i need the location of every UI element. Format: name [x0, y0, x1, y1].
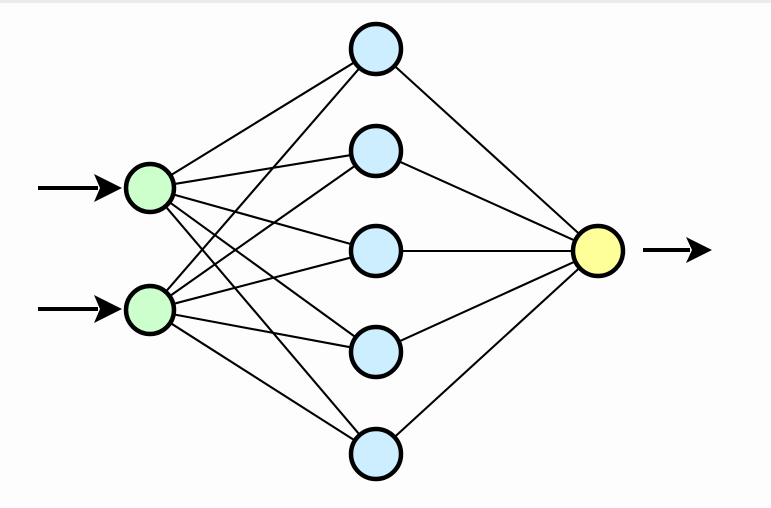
edge-i2-h4 [171, 312, 354, 349]
node-hidden-1[interactable] [348, 21, 404, 77]
output-arrow-head-icon [686, 237, 712, 263]
edge-i2-h2 [167, 163, 358, 299]
node-hidden-5[interactable] [348, 426, 404, 482]
node-hidden-3[interactable] [348, 223, 404, 279]
output-arrow [643, 237, 712, 263]
edge-i1-h2 [171, 153, 354, 186]
edge-h4-o1 [396, 259, 578, 344]
nodes-group [123, 21, 626, 482]
edge-h2-o1 [396, 159, 578, 243]
top-edge-strip [0, 0, 771, 3]
node-input-1[interactable] [123, 161, 177, 215]
edges-group [163, 60, 582, 443]
edge-i1-h4 [167, 200, 359, 340]
node-hidden-4[interactable] [348, 324, 404, 380]
edge-i2-h5 [167, 320, 358, 443]
edge-h1-o1 [392, 63, 582, 237]
input-arrow-bottom [38, 295, 122, 323]
edge-i1-h3 [170, 192, 355, 246]
input-arrow-bottom-head-icon [94, 295, 122, 323]
node-output-1[interactable] [570, 223, 626, 279]
edge-h5-o1 [392, 265, 582, 440]
input-arrow-top-head-icon [94, 174, 122, 202]
edge-i2-h1 [163, 65, 362, 295]
node-input-2[interactable] [123, 283, 177, 337]
edge-i2-h3 [171, 255, 355, 306]
edge-i1-h1 [168, 60, 357, 178]
edge-i1-h5 [163, 204, 362, 438]
node-hidden-2[interactable] [348, 123, 404, 179]
arrows-group [38, 174, 712, 323]
input-arrow-top [38, 174, 122, 202]
